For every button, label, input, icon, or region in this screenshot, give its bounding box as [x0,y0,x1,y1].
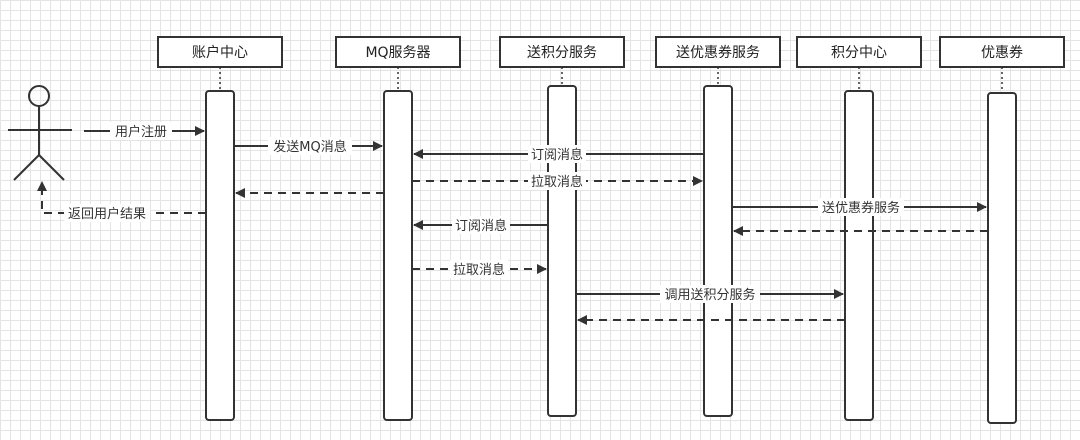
participant-header-points-center: 积分中心 [796,36,922,68]
activation-bar-coupon-service [703,85,733,417]
activation-bar-mq [383,90,413,421]
message-label-pull-coupon: 拉取消息 [531,174,583,190]
activation-bar-coupon [987,92,1017,424]
message-label-return-user: 返回用户结果 [68,206,146,222]
message-label-send-coupon: 送优惠券服务 [822,200,900,216]
participant-label: 送优惠券服务 [676,45,760,61]
participant-header-coupon: 优惠券 [939,36,1065,68]
participant-header-points-service: 送积分服务 [499,36,625,68]
user-actor-icon [8,85,72,181]
message-label-subscribe-coupon: 订阅消息 [531,147,583,163]
participant-label: MQ服务器 [365,45,430,61]
participant-header-account: 账户中心 [157,36,283,68]
message-label-call-points: 调用送积分服务 [664,287,755,303]
participant-header-mq: MQ服务器 [335,36,461,68]
participant-label: 积分中心 [831,45,887,61]
participant-label: 优惠券 [981,45,1023,61]
participant-label: 送积分服务 [527,45,597,61]
message-label-subscribe-points: 订阅消息 [455,218,507,234]
message-arrow-return-user [37,181,206,214]
message-label-send-mq: 发送MQ消息 [273,139,346,155]
activation-bars [205,85,1017,424]
activation-bar-points-service [547,85,577,417]
participant-header-coupon-service: 送优惠券服务 [655,36,781,68]
lifelines [219,67,1003,93]
participant-label: 账户中心 [192,44,248,61]
message-label-pull-points: 拉取消息 [453,262,505,278]
message-label-user-register: 用户注册 [115,124,167,140]
activation-bar-points-center [844,90,874,421]
activation-bar-account [205,90,235,421]
